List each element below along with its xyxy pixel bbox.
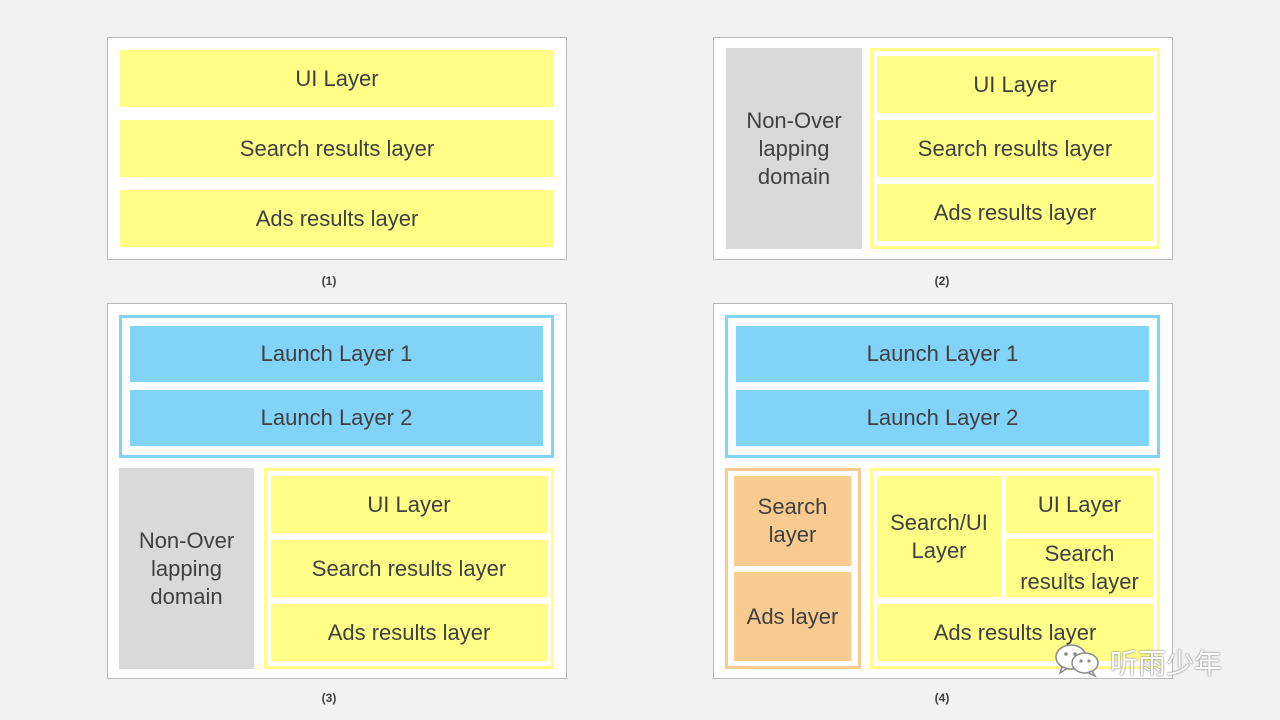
launch-layer-1-block: Launch Layer 1 — [130, 326, 543, 382]
ads-results-layer-block: Ads results layer — [877, 184, 1153, 241]
non-overlapping-domain-block: Non-Over lapping domain — [119, 468, 254, 669]
ads-results-layer-block: Ads results layer — [271, 604, 547, 661]
search-results-layer-block: Search results layer — [877, 120, 1153, 177]
left-group-outline — [725, 468, 861, 669]
ui-layer-block: UI Layer — [120, 50, 554, 107]
launch-layer-2-block: Launch Layer 2 — [736, 390, 1149, 446]
launch-layer-2-block: Launch Layer 2 — [130, 390, 543, 446]
right-group-outline — [870, 468, 1160, 669]
search-results-layer-block: Search results layer — [271, 540, 547, 597]
ads-results-layer-block: Ads results layer — [877, 604, 1153, 661]
ui-layer-block: UI Layer — [271, 476, 547, 533]
ui-layer-block: UI Layer — [1006, 476, 1153, 533]
diagram-3-panel: Launch Layer 1 Launch Layer 2 Non-Over l… — [107, 303, 567, 679]
ads-layer-block: Ads layer — [734, 572, 851, 661]
diagram-2-caption: (2) — [934, 274, 950, 288]
launch-layer-1-block: Launch Layer 1 — [736, 326, 1149, 382]
search-ui-layer-block: Search/UI Layer — [877, 476, 1001, 597]
search-results-layer-block: Search results layer — [120, 120, 554, 177]
overlapping-group-outline — [870, 48, 1160, 249]
diagram-4-caption: (4) — [934, 691, 950, 705]
diagram-1-panel: UI Layer Search results layer Ads result… — [107, 37, 567, 260]
watermark-text: 听雨少年 — [1110, 647, 1223, 680]
wechat-icon — [1052, 640, 1104, 685]
diagram-2-panel: Non-Over lapping domain UI Layer Search … — [713, 37, 1173, 260]
non-overlapping-domain-block: Non-Over lapping domain — [726, 48, 862, 249]
diagram-4-panel: Launch Layer 1 Launch Layer 2 Search lay… — [713, 303, 1173, 679]
ads-results-layer-block: Ads results layer — [120, 190, 554, 247]
diagram-1-caption: (1) — [321, 274, 337, 288]
launch-group-outline — [119, 315, 554, 458]
launch-group-outline — [725, 315, 1160, 458]
diagram-3-caption: (3) — [321, 691, 337, 705]
ui-layer-block: UI Layer — [877, 56, 1153, 113]
search-results-layer-block: Search results layer — [1006, 539, 1153, 597]
watermark: 听雨少年 — [1052, 642, 1222, 682]
overlapping-group-outline — [264, 468, 554, 669]
search-layer-block: Search layer — [734, 476, 851, 566]
